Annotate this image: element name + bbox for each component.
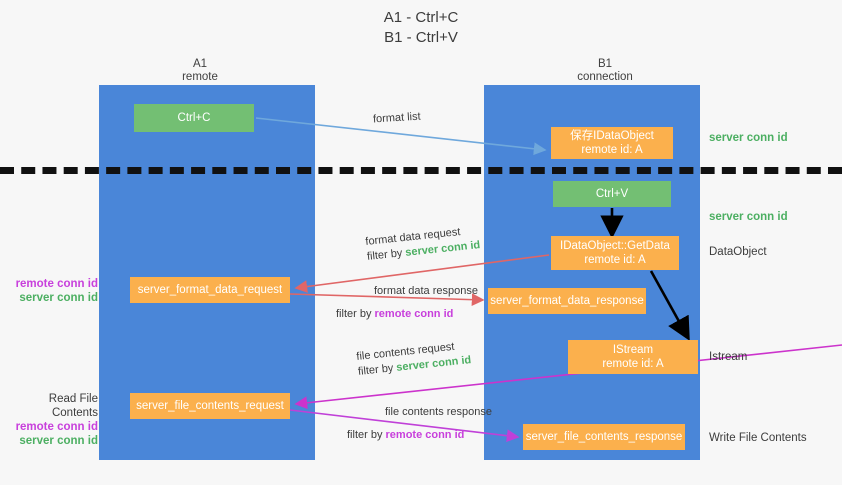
title-line-1: A1 - Ctrl+C (383, 9, 459, 26)
label-server-conn-id-format: server conn id (19, 292, 98, 304)
label-write-file-contents: Write File Contents (709, 432, 807, 444)
node-server-file-contents-response-label: server_file_contents_response (525, 431, 683, 443)
node-idataobject-title: 保存IDataObject (570, 130, 654, 142)
edge-label-format-list: format list (372, 110, 421, 126)
column-a1-name: A1 (192, 58, 208, 70)
node-idataobject-getdata[interactable]: IDataObject::GetData remote id: A (551, 236, 679, 270)
label-remote-conn-id-file: remote conn id (15, 421, 98, 433)
edge-label-file-contents-response: file contents response filter by remote … (347, 405, 492, 443)
node-server-format-data-response[interactable]: server_format_data_response (488, 288, 646, 314)
arrow-file-contents-response (289, 409, 520, 443)
node-ctrl-c-label: Ctrl+C (177, 112, 211, 124)
edge-label-file-contents-response-filter: filter by remote conn id (347, 428, 492, 443)
node-server-format-data-response-label: server_format_data_response (490, 295, 644, 307)
column-a1-role: remote (182, 71, 218, 83)
node-ctrl-c[interactable]: Ctrl+C (134, 104, 254, 132)
label-conn-id-pair-format: remote conn id server conn id (8, 277, 98, 305)
edge-label-format-data-response: format data response filter by remote co… (336, 284, 478, 322)
node-istream[interactable]: IStream remote id: A (568, 340, 698, 374)
filter-prefix: filter by (366, 246, 406, 263)
node-server-file-contents-response[interactable]: server_file_contents_response (523, 424, 685, 450)
page-title: A1 - Ctrl+C B1 - Ctrl+V (0, 8, 842, 48)
node-idataobject[interactable]: 保存IDataObject remote id: A (551, 127, 673, 159)
label-read-file-contents: Read File Contents (48, 393, 98, 419)
label-server-conn-id-mid: server conn id (709, 211, 788, 223)
filter-value: remote conn id (385, 429, 465, 441)
node-getdata-remote-id: remote id: A (584, 254, 646, 266)
node-server-file-contents-request-label: server_file_contents_request (136, 400, 284, 412)
phase-separator (0, 167, 842, 174)
filter-prefix: filter by (336, 308, 375, 320)
column-b1-name: B1 (597, 58, 613, 70)
arrow-getdata-to-istream (649, 270, 690, 341)
edge-label-file-contents-response-line1: file contents response (385, 406, 493, 418)
filter-value: remote conn id (374, 308, 454, 320)
arrow-format-data-response (289, 293, 485, 307)
column-b1-role: connection (577, 71, 633, 83)
node-server-format-data-request-label: server_format_data_request (137, 284, 283, 296)
node-idataobject-remote-id: remote id: A (581, 144, 643, 156)
arrow-format-list (255, 117, 547, 156)
node-server-format-data-request[interactable]: server_format_data_request (130, 277, 290, 303)
node-getdata-title: IDataObject::GetData (560, 240, 670, 252)
node-server-file-contents-request[interactable]: server_file_contents_request (130, 393, 290, 419)
node-istream-remote-id: remote id: A (602, 358, 664, 370)
label-server-conn-id-top: server conn id (709, 132, 788, 144)
arrow-format-data-request (294, 254, 550, 293)
label-dataobject: DataObject (709, 246, 767, 258)
title-line-2: B1 - Ctrl+V (384, 29, 458, 46)
arrow-file-contents-request (294, 344, 842, 410)
edge-label-format-data-response-filter: filter by remote conn id (336, 307, 478, 322)
filter-prefix: filter by (347, 429, 386, 441)
node-istream-title: IStream (612, 344, 654, 356)
node-ctrl-v-label: Ctrl+V (595, 188, 629, 200)
node-ctrl-v[interactable]: Ctrl+V (553, 181, 671, 207)
label-server-conn-id-file: server conn id (19, 435, 98, 447)
column-header-b1: B1 connection (540, 58, 670, 84)
column-header-a1: A1 remote (140, 58, 260, 84)
label-read-file-contents-group: Read File Contents remote conn id server… (4, 392, 98, 448)
edge-label-format-data-response-line1: format data response (374, 285, 478, 297)
label-istream: Istream (709, 351, 748, 363)
label-remote-conn-id-format: remote conn id (15, 278, 98, 290)
filter-prefix: filter by (357, 361, 397, 378)
